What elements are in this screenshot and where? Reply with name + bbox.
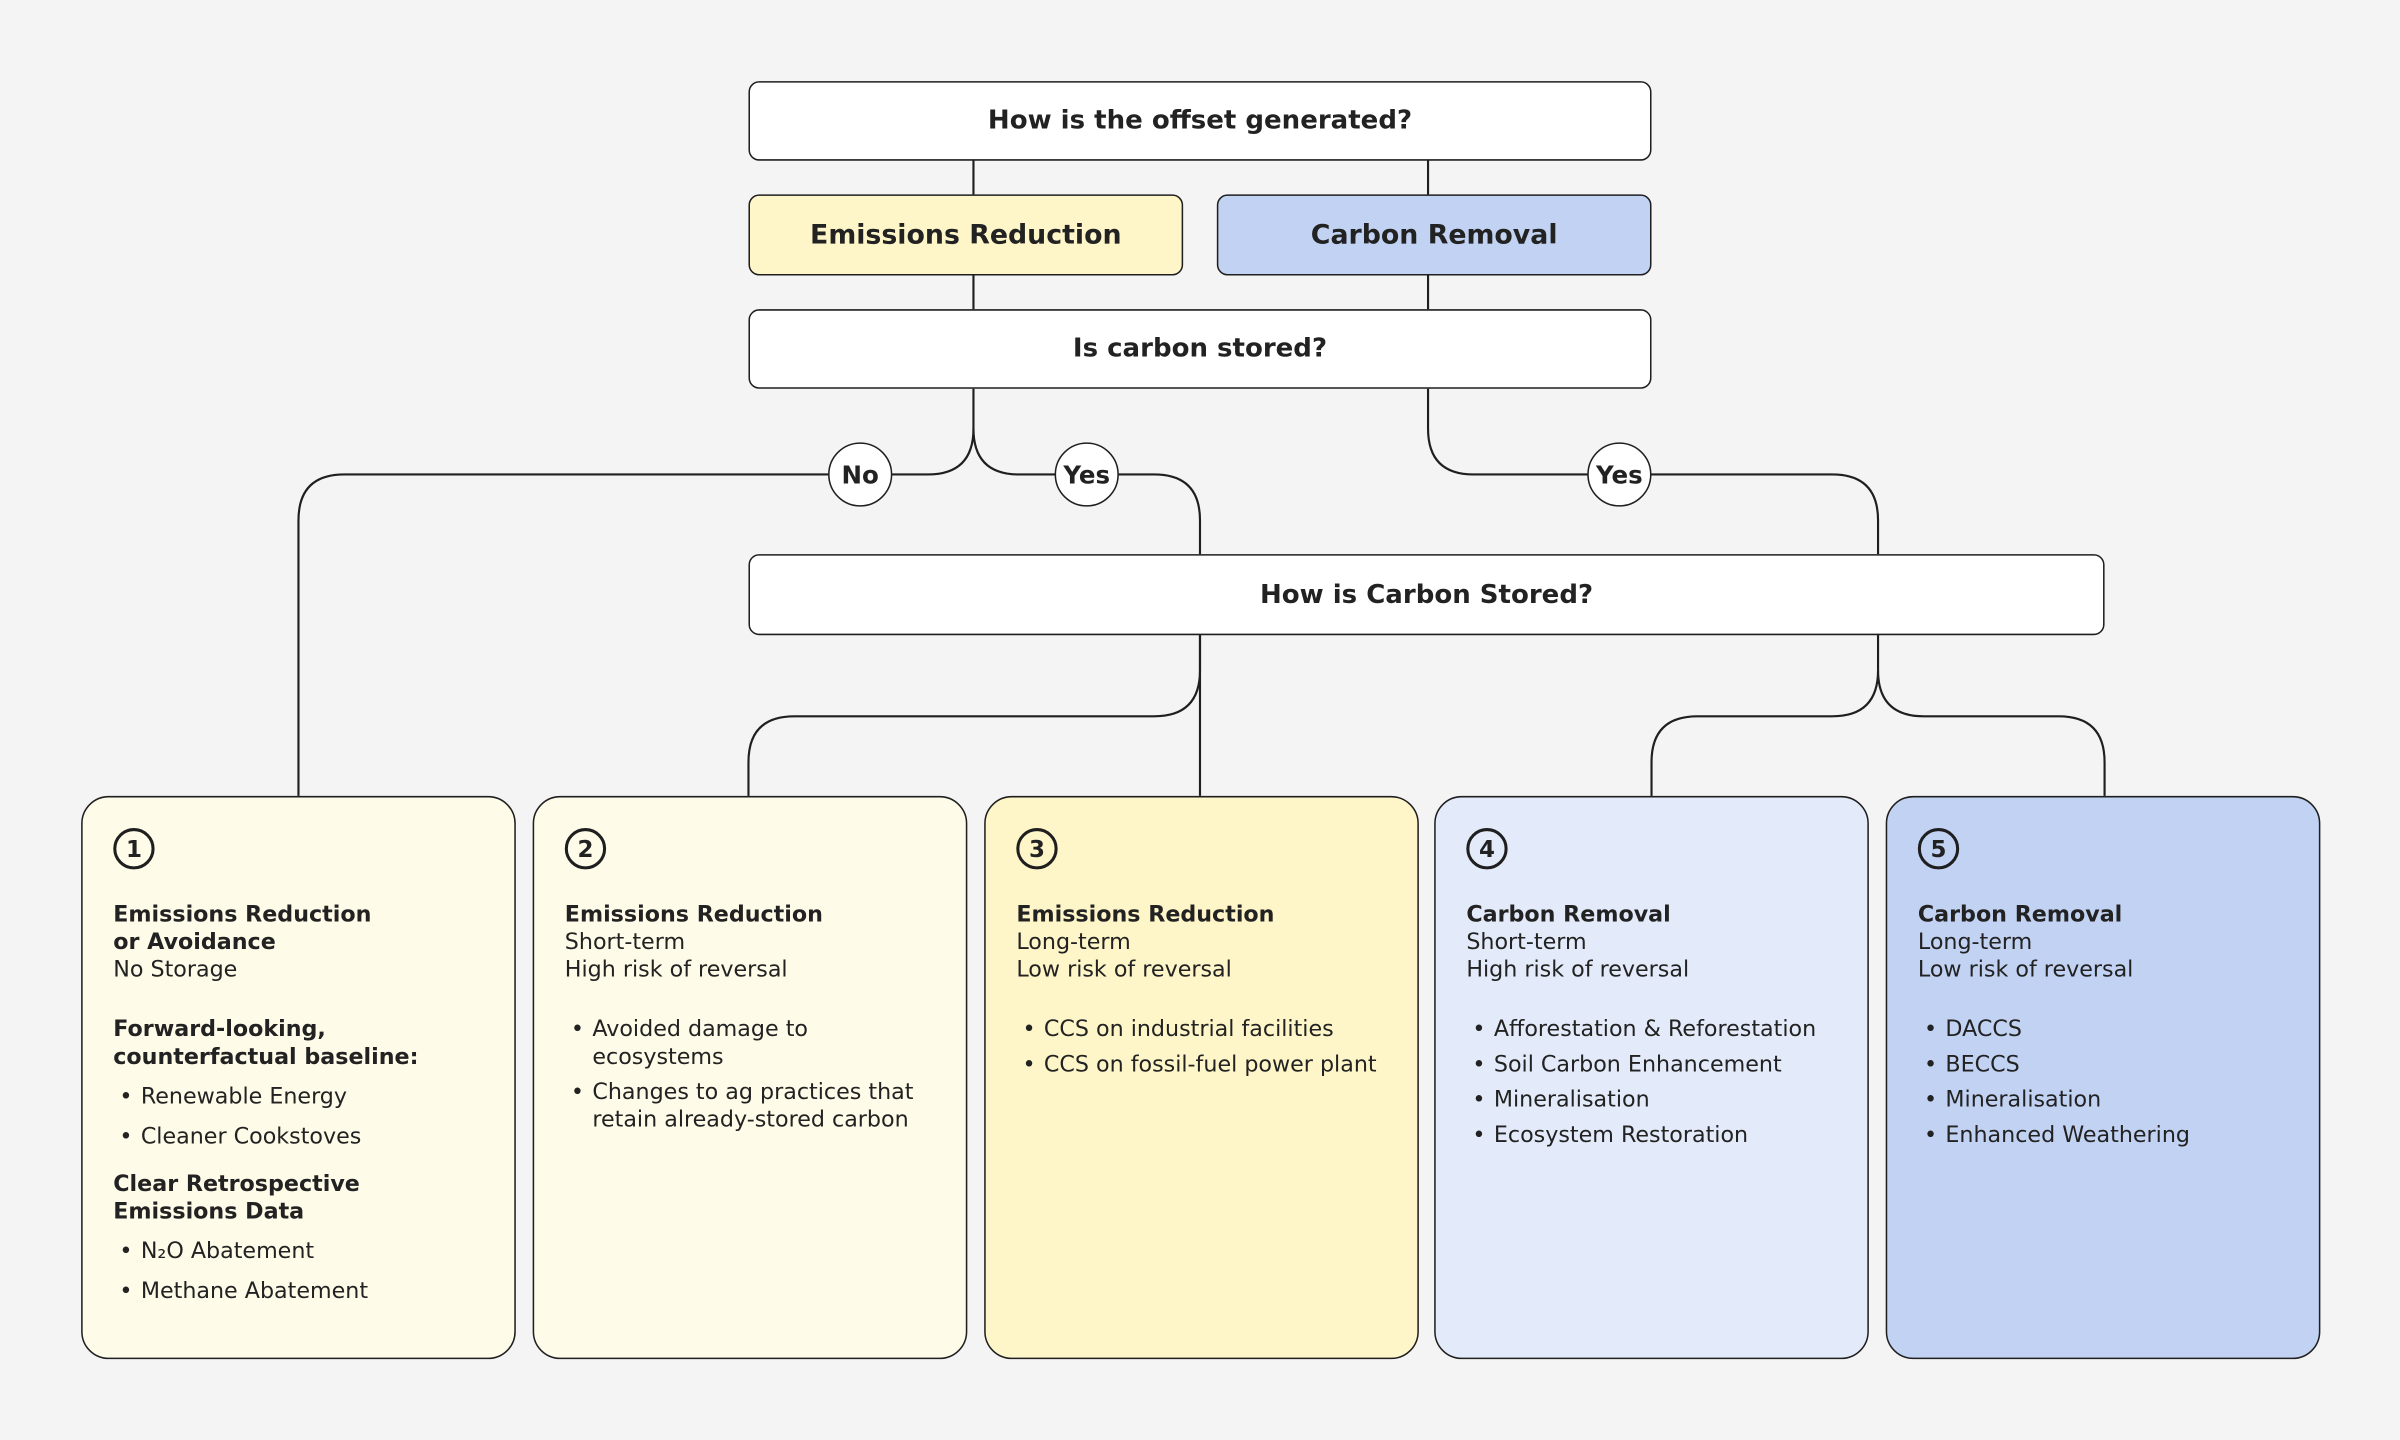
edge-label-no: No (828, 442, 893, 507)
list-item: DACCS (1918, 1016, 2295, 1044)
edge-label-yes: Yes (1054, 442, 1119, 507)
list-item: Soil Carbon Enhancement (1466, 1052, 1843, 1080)
card-title: Emissions Reduction (1016, 903, 1275, 928)
list-item: BECCS (1918, 1052, 2295, 1080)
card-title: Emissions Reduction or Avoidance (113, 903, 372, 956)
card-title: Emissions Reduction (564, 903, 823, 928)
number-badge: 2 (564, 828, 607, 870)
item-list: N₂O Abatement Methane Abatement (113, 1238, 490, 1305)
card-risk: Low risk of reversal (1917, 958, 2134, 983)
number-badge: 5 (1917, 828, 1960, 870)
outcome-card-4: 4 Carbon Removal Short-term High risk of… (1434, 795, 1869, 1360)
number-badge: 3 (1016, 828, 1058, 870)
item-list: Renewable Energy Cleaner Cookstoves (113, 1084, 490, 1151)
list-item: Renewable Energy (113, 1084, 490, 1112)
list-item: Methane Abatement (113, 1278, 490, 1306)
card-risk: High risk of reversal (1466, 958, 1690, 983)
list-item: Enhanced Weathering (1918, 1122, 2295, 1150)
number-badge: 1 (113, 828, 155, 870)
question-how-carbon-stored: How is Carbon Stored? (748, 554, 2105, 636)
card-duration: Long-term (1917, 930, 2033, 956)
outcome-card-3: 3 Emissions Reduction Long-term Low risk… (984, 795, 1419, 1360)
question-carbon-stored: Is carbon stored? (748, 309, 1652, 389)
emissions-reduction-node: Emissions Reduction (748, 194, 1184, 276)
outcome-card-1: 1 Emissions Reduction or Avoidance No St… (81, 795, 516, 1360)
list-item: CCS on fossil-fuel power plant (1016, 1052, 1393, 1080)
item-list: Avoided damage to ecosystems Changes to … (565, 1016, 942, 1134)
list-item: N₂O Abatement (113, 1238, 490, 1266)
outcome-card-2: 2 Emissions Reduction Short-term High ri… (532, 795, 968, 1360)
list-item: CCS on industrial facilities (1016, 1016, 1393, 1044)
list-item: Mineralisation (1466, 1087, 1843, 1115)
list-item: Cleaner Cookstoves (113, 1123, 490, 1151)
card-duration: Short-term (564, 930, 686, 956)
carbon-removal-node: Carbon Removal (1216, 194, 1652, 276)
card-risk: Low risk of reversal (1016, 958, 1232, 983)
card-risk: High risk of reversal (564, 958, 788, 983)
number-badge: 4 (1466, 828, 1508, 870)
outcome-card-5: 5 Carbon Removal Long-term Low risk of r… (1885, 795, 2321, 1360)
section-title: Clear Retrospective Emissions Data (113, 1172, 360, 1225)
list-item: Ecosystem Restoration (1466, 1122, 1843, 1150)
item-list: Afforestation & Reforestation Soil Carbo… (1466, 1016, 1843, 1149)
card-duration: Long-term (1016, 930, 1131, 956)
list-item: Afforestation & Reforestation (1466, 1016, 1843, 1044)
list-item: Mineralisation (1918, 1087, 2295, 1115)
card-subtitle: No Storage (113, 958, 238, 983)
edge-label-yes: Yes (1587, 442, 1652, 507)
item-list: CCS on industrial facilities CCS on foss… (1016, 1016, 1393, 1079)
card-title: Carbon Removal (1466, 903, 1671, 928)
list-item: Changes to ag practices that retain alre… (565, 1079, 942, 1134)
list-item: Avoided damage to ecosystems (565, 1016, 822, 1071)
section-title: Forward-looking, counterfactual baseline… (113, 1017, 419, 1070)
card-title: Carbon Removal (1917, 903, 2123, 928)
card-duration: Short-term (1466, 930, 1587, 956)
question-offset-generated: How is the offset generated? (748, 81, 1652, 161)
item-list: DACCS BECCS Mineralisation Enhanced Weat… (1918, 1016, 2295, 1149)
